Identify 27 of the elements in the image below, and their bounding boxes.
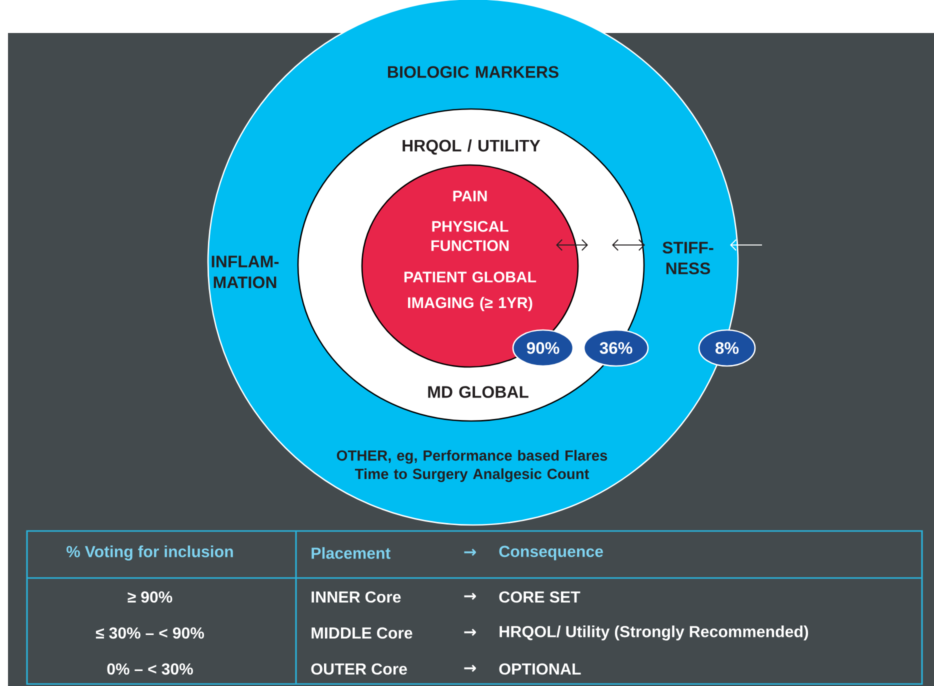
ring-label: OTHER, eg, Performance based Flares Time to Surgery Analgesic Count [336,450,608,482]
arrow-symbol: → [464,664,476,672]
percentage-badge: 8% [698,329,756,367]
arrow-symbol: → [464,548,476,556]
arrow-symbol: → [464,628,476,636]
measure-label: IMAGING (≥ 1YR) [408,296,532,312]
ring-label: MD GLOBAL [428,386,528,398]
table-cell: ≥ 90% [128,591,172,603]
table-cell: INNER Core [312,591,401,603]
column-header: Consequence [499,546,603,560]
table-cell: ≤ 30% – < 90% [96,627,204,639]
table-cell: MIDDLE Core [312,627,412,639]
ring-label: BIOLOGIC MARKERS [388,66,558,78]
arrow-symbol: → [464,592,476,600]
table-cell: 0% – < 30% [107,663,193,675]
column-header: Placement [312,547,390,559]
measure-label: PAIN [453,190,487,202]
table-cell: OUTER Core [311,663,407,675]
measure-label: PATIENT GLOBAL [404,272,536,282]
column-header: % Voting for inclusion [66,546,233,560]
ring-label: HRQOL / UTILITY [402,139,540,155]
ring-label: STIFF- NESS [662,242,714,274]
table-cell: CORE SET [499,591,580,603]
table-cell: HRQOL/ Utility (Strongly Recommended) [500,626,808,640]
ring-label: INFLAM- MATION [212,256,279,288]
measure-label: PHYSICAL FUNCTION [431,220,509,252]
table-cell: OPTIONAL [499,663,581,675]
